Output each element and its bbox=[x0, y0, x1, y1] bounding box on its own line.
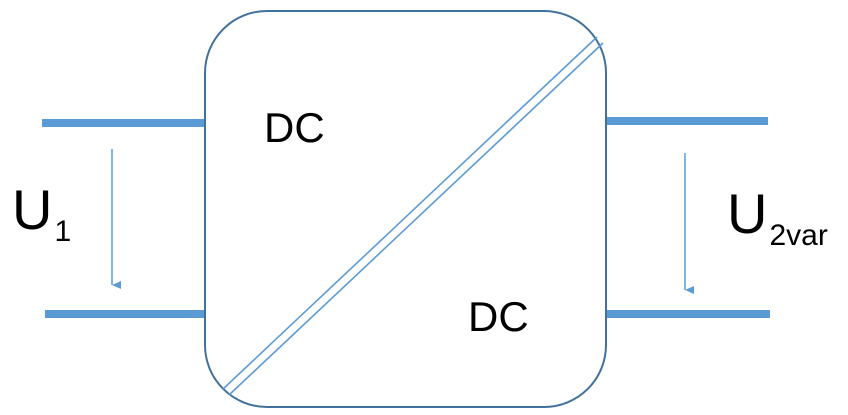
output-voltage-label: U2var bbox=[727, 186, 828, 251]
input-voltage-subscript: 1 bbox=[54, 215, 72, 248]
converter-output-dc-label: DC bbox=[468, 293, 529, 340]
output-voltage-subscript: 2var bbox=[769, 219, 828, 252]
converter-input-dc-label: DC bbox=[264, 104, 325, 151]
input-voltage-symbol: U bbox=[12, 178, 53, 241]
converter-diagonal-line-1 bbox=[222, 36, 598, 390]
converter-box bbox=[204, 10, 607, 408]
input-voltage-label: U1 bbox=[12, 182, 71, 247]
converter-diagonal-line-2 bbox=[228, 42, 604, 396]
output-voltage-symbol: U bbox=[727, 182, 768, 245]
